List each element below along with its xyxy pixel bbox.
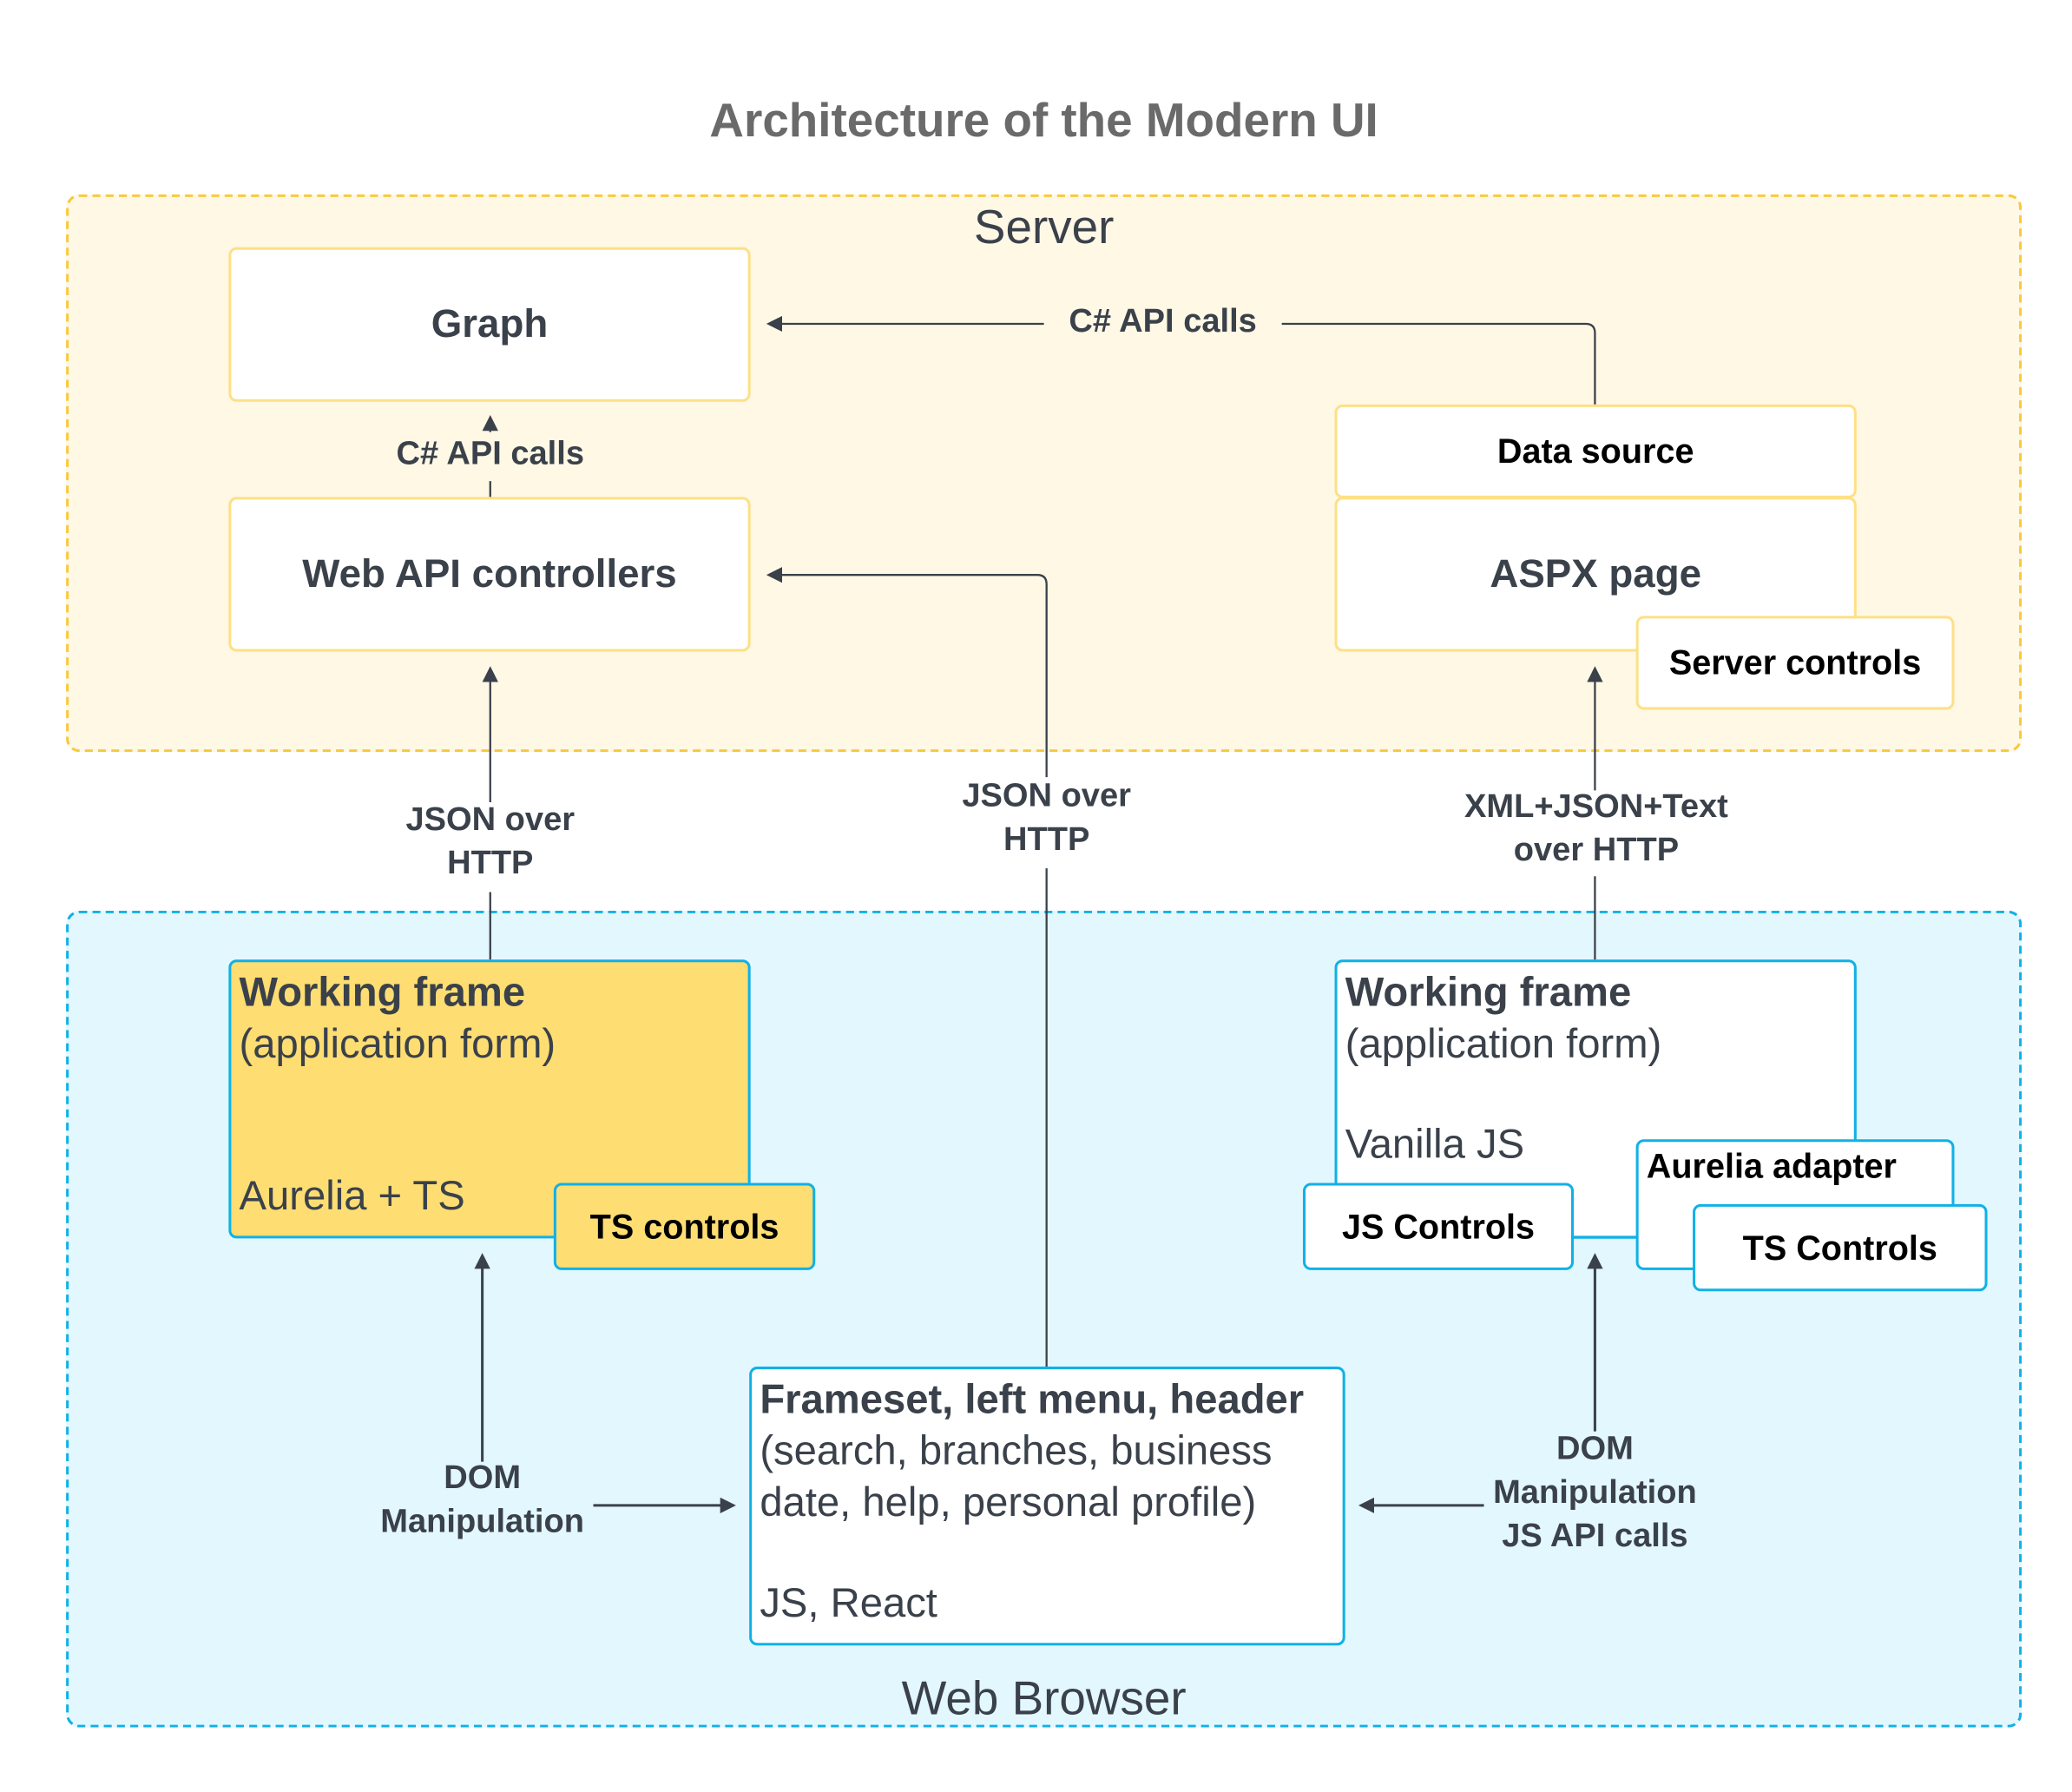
web-browser-zone-label: Web Browser bbox=[901, 1670, 1187, 1725]
aspx-page-label: ASPX page bbox=[1490, 551, 1702, 596]
frameset-node[interactable]: Frameset, left menu, header (search, bra… bbox=[749, 1367, 1345, 1646]
frameset-heading: Frameset, left menu, header bbox=[760, 1375, 1305, 1422]
frameset-tech: JS, React bbox=[760, 1579, 937, 1626]
edge-label-aspx-to-graph: C# API calls bbox=[1043, 299, 1282, 344]
right-working-frame-tech: Vanilla JS bbox=[1345, 1120, 1525, 1168]
diagram-title: Architecture of the Modern UI bbox=[709, 92, 1378, 147]
edge-label-line: Manipulation bbox=[1493, 1473, 1697, 1511]
edge-label-line: JSON over bbox=[405, 800, 576, 839]
server-controls-node[interactable]: Server controls bbox=[1635, 616, 1955, 710]
edge-label-line: JS API calls bbox=[1502, 1517, 1688, 1555]
web-api-controllers-node[interactable]: Web API controllers bbox=[228, 497, 751, 652]
left-working-frame-tech: Aurelia + TS bbox=[239, 1172, 465, 1219]
ts-controls-label: TS controls bbox=[589, 1206, 779, 1246]
ts-controls-adapter-node[interactable]: TS Controls bbox=[1693, 1203, 1988, 1292]
js-controls-node[interactable]: JS Controls bbox=[1302, 1183, 1575, 1270]
frameset-line-2: date, help, personal profile) bbox=[760, 1479, 1257, 1525]
data-source-node[interactable]: Data source bbox=[1334, 404, 1857, 498]
edge-label-line: JSON over bbox=[962, 777, 1131, 814]
web-api-controllers-label: Web API controllers bbox=[302, 551, 677, 596]
server-controls-label: Server controls bbox=[1668, 642, 1922, 682]
edge-label-line: over HTTP bbox=[1513, 831, 1680, 869]
ts-controls-node[interactable]: TS controls bbox=[553, 1183, 816, 1270]
edge-label-middle-json: JSON over HTTP bbox=[939, 774, 1154, 861]
data-source-label: Data source bbox=[1496, 431, 1694, 471]
left-working-frame-heading: Working frame bbox=[239, 968, 526, 1016]
edge-label-right-xml: XML+JSON+Text over HTTP bbox=[1440, 785, 1752, 872]
right-working-frame-subtitle: (application form) bbox=[1345, 1020, 1662, 1067]
edge-label-line: DOM bbox=[1556, 1430, 1634, 1467]
left-working-frame-subtitle: (application form) bbox=[239, 1020, 556, 1067]
ts-controls-adapter-label: TS Controls bbox=[1742, 1227, 1937, 1268]
edge-label-left-json: JSON over HTTP bbox=[383, 798, 597, 885]
edge-label-line: HTTP bbox=[1003, 820, 1090, 858]
graph-node[interactable]: Graph bbox=[228, 247, 751, 402]
frameset-line-1: (search, branches, business bbox=[760, 1427, 1273, 1474]
edge-label-line: DOM bbox=[444, 1459, 522, 1497]
edge-label-line: HTTP bbox=[447, 844, 534, 882]
edge-label-webapi-to-graph: C# API calls bbox=[370, 432, 611, 477]
edge-label-line: Manipulation bbox=[380, 1502, 584, 1540]
graph-label: Graph bbox=[431, 301, 549, 346]
server-zone-label: Server bbox=[973, 199, 1115, 254]
js-controls-label: JS Controls bbox=[1341, 1206, 1536, 1246]
edge-label-right-dom: DOM Manipulation JS API calls bbox=[1473, 1427, 1716, 1558]
right-working-frame-heading: Working frame bbox=[1345, 968, 1632, 1016]
aurelia-adapter-label: Aurelia adapter bbox=[1646, 1145, 1897, 1186]
edge-label-left-dom: DOM Manipulation bbox=[357, 1457, 608, 1544]
edge-label-line: XML+JSON+Text bbox=[1464, 787, 1728, 825]
